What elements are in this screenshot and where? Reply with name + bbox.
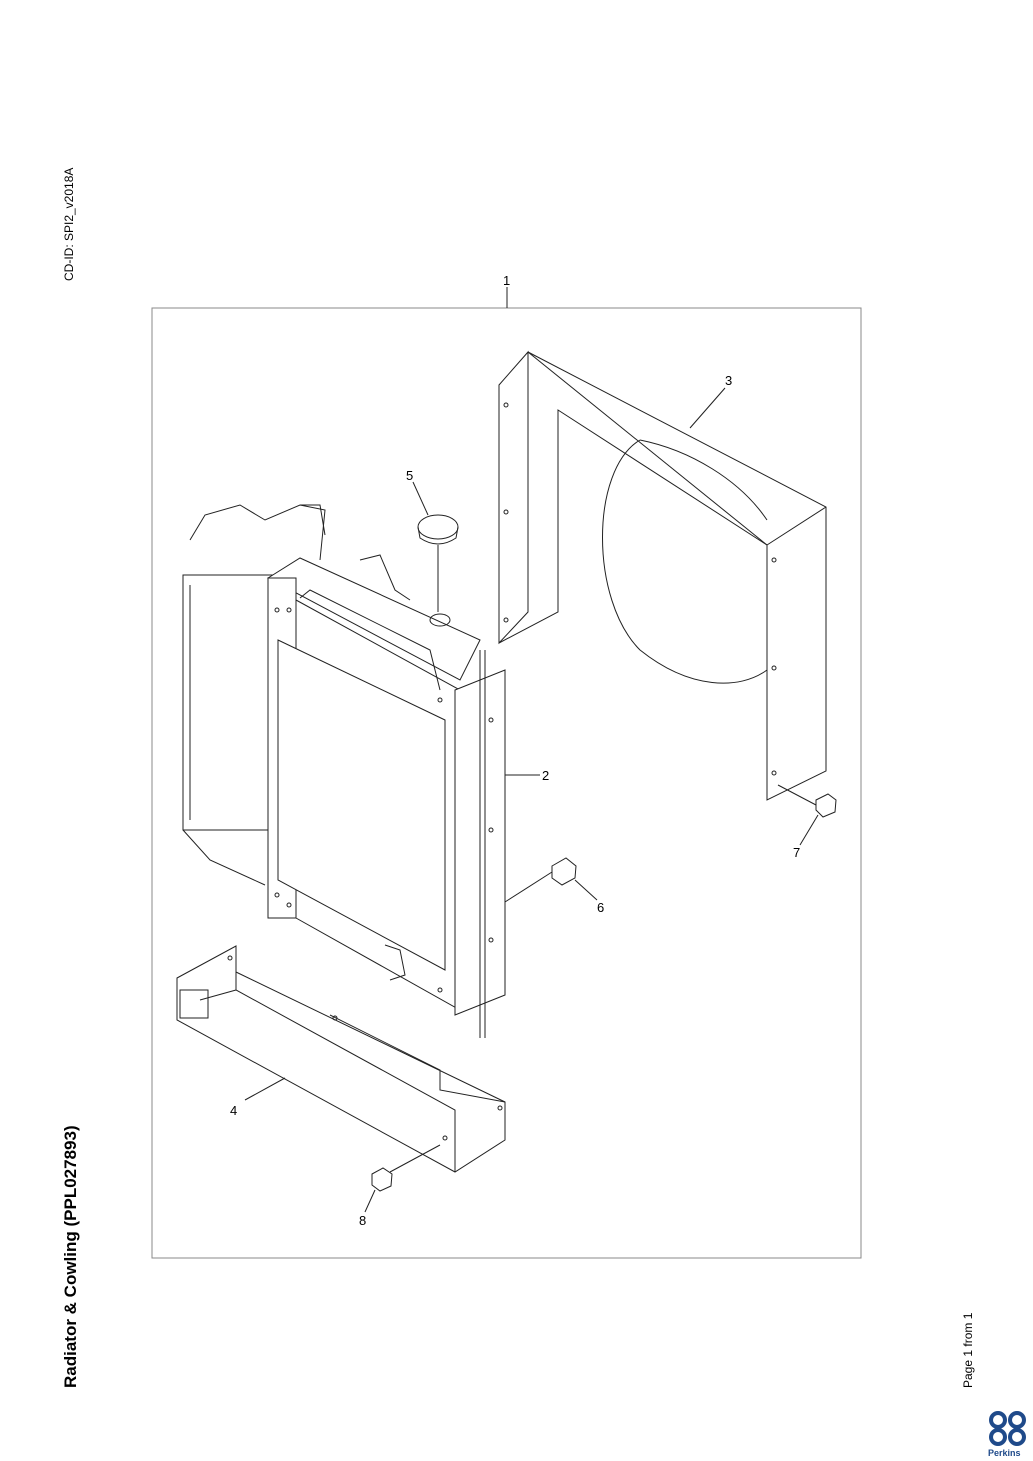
perkins-logo-icon: [989, 1411, 1026, 1446]
callout-8: 8: [359, 1213, 366, 1228]
callout-7: 7: [793, 845, 800, 860]
callout-4: 4: [230, 1103, 237, 1118]
cowling-bolt-part: [777, 784, 837, 818]
callout-3: 3: [725, 373, 732, 388]
bracket-bolt-part: [371, 1144, 441, 1192]
cowling-part: [498, 350, 827, 801]
callout-1: 1: [503, 273, 510, 288]
drain-plug-part: [504, 857, 577, 903]
callout-6: 6: [597, 900, 604, 915]
mounting-bracket-part: [176, 945, 506, 1173]
callout-5: 5: [406, 468, 413, 483]
radiator-cap-part: [417, 514, 459, 612]
callout-2: 2: [542, 768, 549, 783]
brand-wordmark: Perkins: [988, 1448, 1021, 1458]
radiator-part: [267, 554, 506, 1038]
